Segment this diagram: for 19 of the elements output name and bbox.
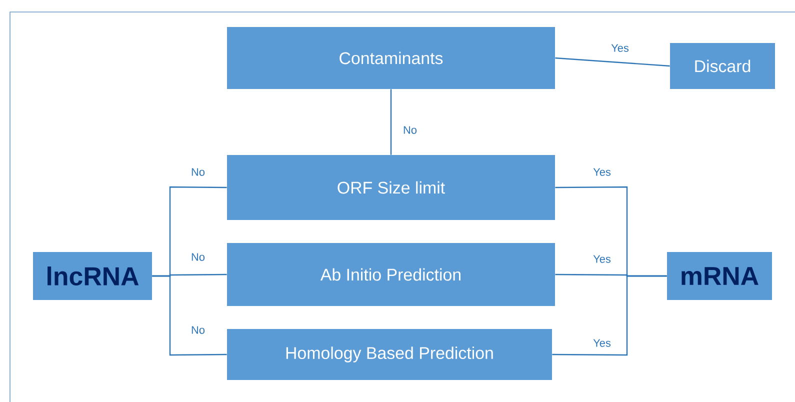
process-box: ORF Size limit <box>227 155 555 220</box>
connector-line <box>152 275 227 356</box>
edge-label: No <box>190 252 206 262</box>
connector-line <box>555 57 670 67</box>
edge-label: No <box>190 325 206 335</box>
terminal-box: lncRNA <box>33 252 152 300</box>
edge-label: Yes <box>592 338 612 348</box>
process-box: Ab Initio Prediction <box>227 243 555 306</box>
process-box: Contaminants <box>227 27 555 89</box>
connector-line <box>552 275 667 356</box>
edge-label: No <box>190 167 206 177</box>
process-box: Discard <box>670 43 775 89</box>
edge-label: Yes <box>592 167 612 177</box>
edge-label: Yes <box>610 43 630 53</box>
terminal-box: mRNA <box>667 252 772 300</box>
edge-label: No <box>402 125 418 135</box>
process-box: Homology Based Prediction <box>227 329 552 380</box>
edge-label: Yes <box>592 254 612 264</box>
connector-line <box>390 89 392 155</box>
